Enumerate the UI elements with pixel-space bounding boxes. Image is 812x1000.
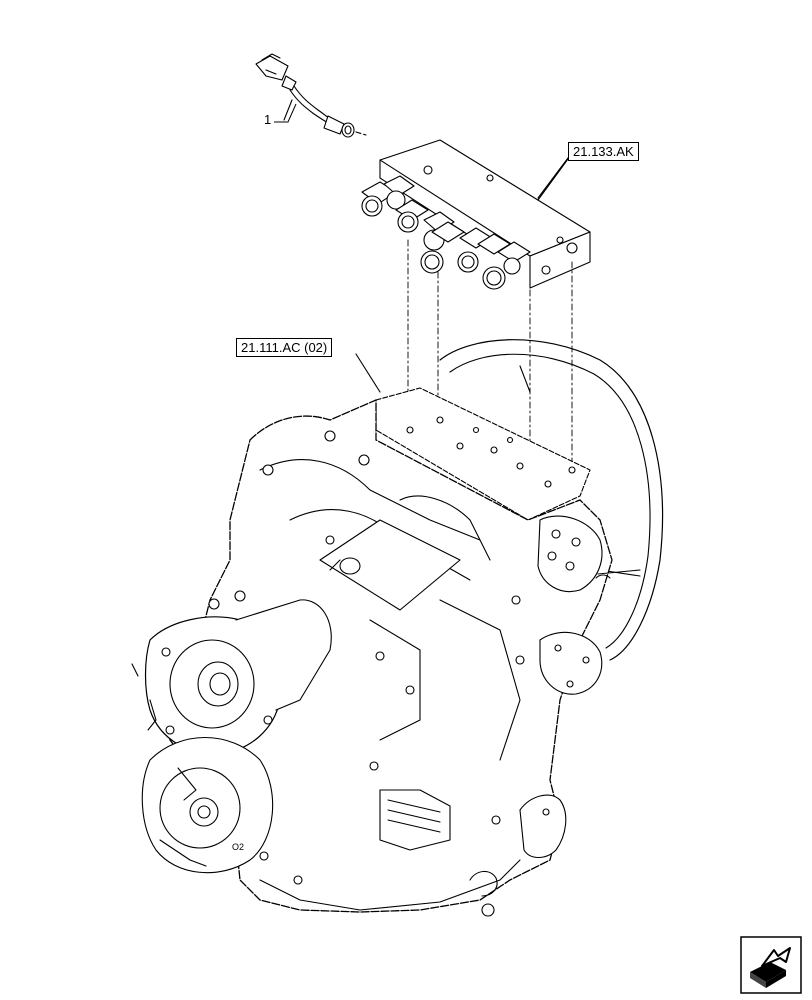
reference-leaders (355, 157, 569, 393)
next-page-button[interactable] (740, 936, 802, 994)
reference-label: 21.111.AC (02) (241, 340, 328, 355)
housing-mark: O2 (232, 842, 244, 852)
next-page-arrow-icon (740, 936, 802, 994)
callout-leader-1 (274, 103, 297, 123)
reference-box-transmission[interactable]: 21.111.AC (02) (236, 338, 333, 357)
reference-label: 21.133.AK (573, 144, 634, 159)
transmission-housing (131, 339, 664, 917)
callout-label: 1 (264, 112, 272, 127)
callout-item-1: 1 (264, 112, 271, 127)
sensor-harness (255, 53, 367, 138)
reference-box-valve-block[interactable]: 21.133.AK (568, 142, 639, 161)
valve-block (361, 139, 591, 290)
